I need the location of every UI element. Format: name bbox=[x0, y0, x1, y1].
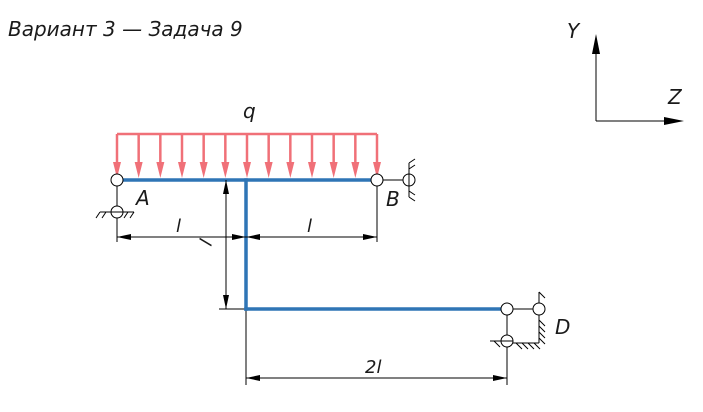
axes-icon bbox=[592, 34, 684, 125]
support-d bbox=[490, 291, 546, 350]
load-arrow bbox=[243, 134, 251, 178]
load-arrow bbox=[156, 134, 165, 178]
dim-cb-label: l bbox=[307, 216, 312, 237]
load-arrow bbox=[286, 134, 295, 178]
load-arrow bbox=[373, 134, 381, 178]
load-arrow bbox=[308, 134, 316, 178]
axis-y-label: Y bbox=[567, 19, 581, 43]
load-arrow bbox=[264, 134, 273, 178]
frame-beams bbox=[115, 178, 509, 311]
dim-bottom-label: 2l bbox=[365, 357, 381, 378]
support-b bbox=[370, 158, 416, 202]
support-b-label: B bbox=[386, 187, 400, 211]
load-arrow bbox=[329, 134, 338, 178]
support-a-label: A bbox=[134, 186, 150, 210]
load-arrow bbox=[199, 134, 208, 178]
title: Вариант 3 — Задача 9 bbox=[8, 17, 243, 41]
dim-ac-label: l bbox=[176, 216, 181, 237]
load-arrow bbox=[134, 134, 143, 178]
load-arrow bbox=[178, 134, 186, 178]
load-arrow bbox=[351, 134, 360, 178]
dim-vertical-label: l bbox=[196, 237, 217, 249]
load-arrow bbox=[113, 134, 121, 178]
support-a bbox=[95, 173, 135, 219]
axis-z-label: Z bbox=[667, 85, 683, 109]
distributed-load bbox=[113, 132, 381, 178]
support-d-label: D bbox=[555, 315, 570, 339]
load-arrow bbox=[221, 134, 230, 178]
load-label: q bbox=[243, 99, 256, 123]
